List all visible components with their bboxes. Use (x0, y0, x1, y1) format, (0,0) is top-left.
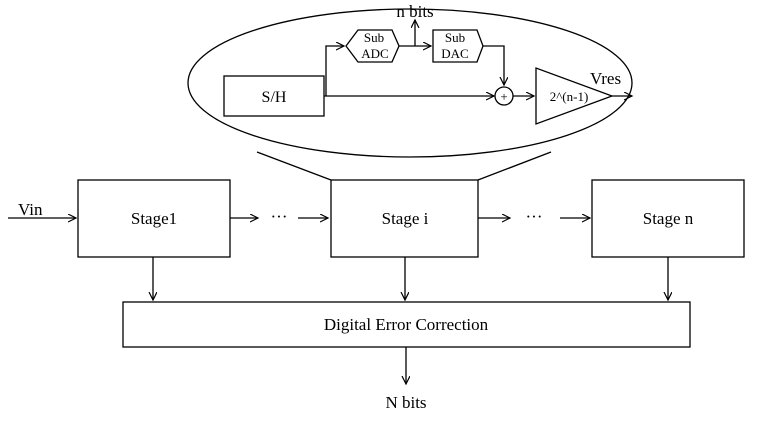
stage-i-block (330, 179, 479, 258)
stage-1-block (77, 179, 231, 258)
stage-detail-ellipse (187, 8, 633, 158)
gain-label: 2^(n-1) (550, 89, 589, 104)
output-bits-label: N bits (385, 393, 426, 412)
ellipsis-1: ··· (271, 207, 288, 226)
sub-dac-label-line1: Sub (445, 30, 465, 45)
input-label: Vin (18, 200, 43, 219)
ellipsis-2: ··· (526, 207, 543, 226)
adder-symbol: + (500, 89, 507, 104)
sample-hold-block (223, 75, 325, 117)
stage-bits-label: n bits (396, 2, 433, 21)
digital-error-correction-block (122, 301, 691, 348)
sub-dac-label-line2: DAC (441, 46, 468, 61)
sub-adc-label-line2: ADC (361, 46, 388, 61)
zoom-line-left (256, 151, 332, 181)
sample-hold-label: S/H (262, 89, 287, 106)
residue-output-label: Vres (590, 69, 621, 88)
subdac-to-adder-line (483, 45, 504, 85)
stage-n-label: Stage n (643, 209, 694, 228)
digital-error-correction-label: Digital Error Correction (324, 315, 489, 334)
stage-1-label: Stage1 (131, 209, 177, 228)
residue-amplifier (535, 67, 614, 125)
stage-i-label: Stage i (382, 209, 429, 228)
zoom-line-right (477, 151, 552, 181)
sub-dac-block (432, 29, 484, 63)
sub-adc-label-line1: Sub (364, 30, 384, 45)
sh-to-subadc-line (325, 46, 344, 96)
